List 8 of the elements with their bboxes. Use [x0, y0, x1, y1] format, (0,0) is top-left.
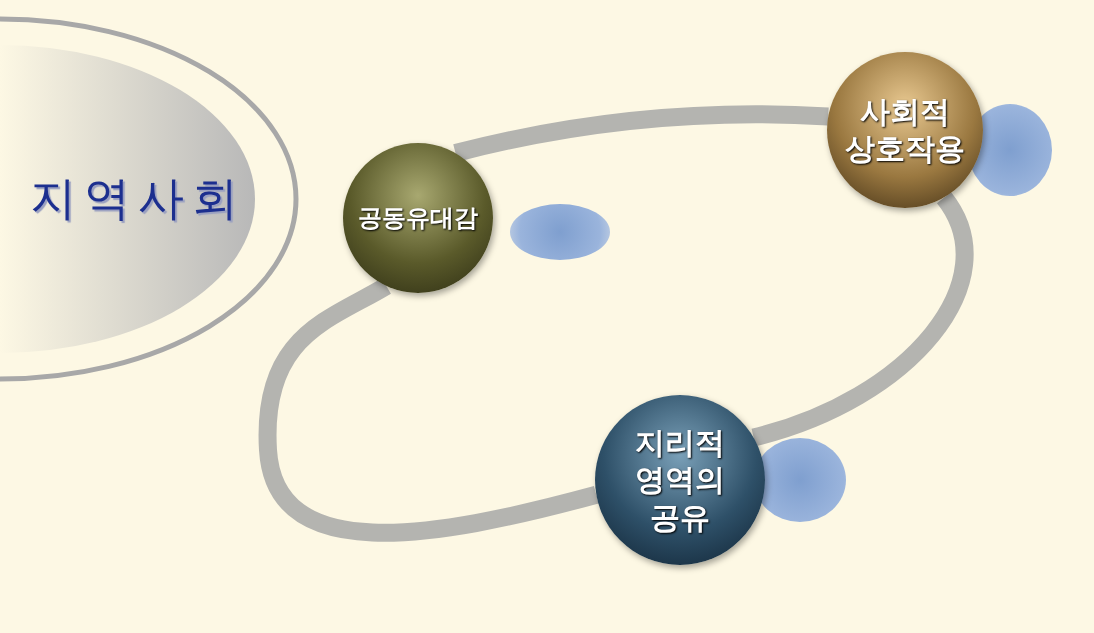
node-label: 지역사회	[30, 170, 246, 227]
node-label: 공동유대감	[358, 203, 478, 233]
connector-band	[258, 278, 599, 542]
node-label: 사회적 상호작용	[844, 92, 966, 168]
node-label: 지리적 영역의 공유	[634, 423, 726, 537]
half-ellipse-node	[0, 15, 300, 383]
connector-band	[453, 105, 829, 162]
circle-node	[343, 143, 493, 293]
